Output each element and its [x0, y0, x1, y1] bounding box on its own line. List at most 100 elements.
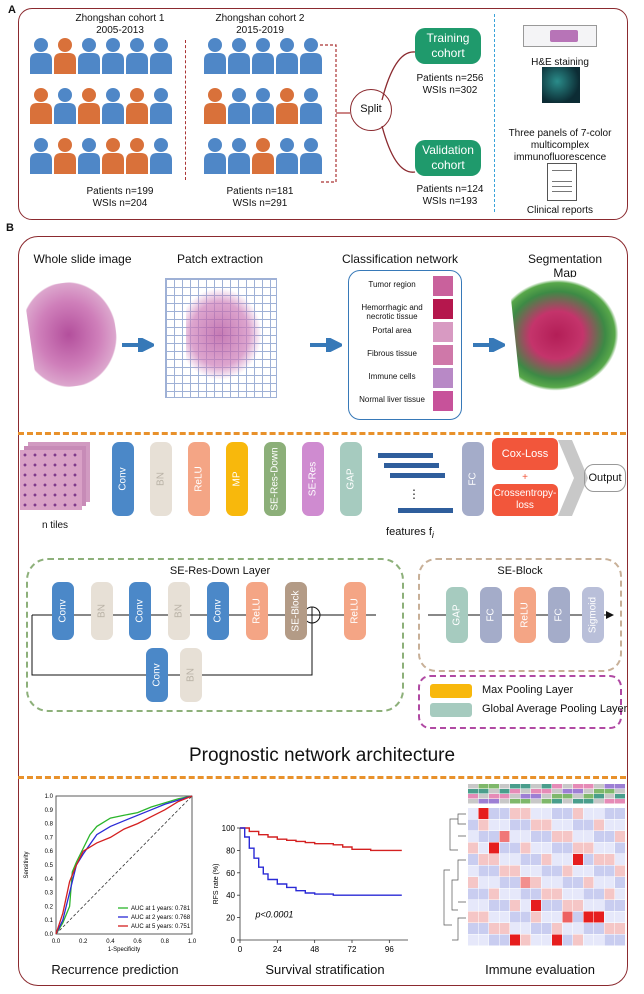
- roc-ylabel: Sensitivity: [24, 851, 30, 878]
- wsi-title: Whole slide image: [33, 252, 132, 266]
- person-icon: [276, 138, 298, 174]
- heatmap-cell: [531, 888, 541, 900]
- class-patch: [433, 368, 453, 388]
- roc-caption: Recurrence prediction: [51, 962, 179, 977]
- panel-a: [18, 8, 628, 220]
- heatmap-cell: [562, 865, 573, 877]
- he-label: H&E staining: [531, 57, 589, 68]
- class-patch: [433, 299, 453, 319]
- heatmap-annotation-cell: [520, 799, 531, 804]
- features-label: features fi: [370, 526, 450, 541]
- heatmap-annotation-cell: [604, 784, 615, 789]
- heatmap-annotation-cell: [541, 794, 552, 799]
- heatmap-cell: [541, 842, 552, 854]
- person-icon: [252, 38, 274, 74]
- heatmap-cell: [520, 854, 531, 865]
- heatmap-cell: [499, 888, 510, 900]
- cohort1-title: Zhongshan cohort 1: [75, 13, 165, 24]
- heatmap-cell: [468, 900, 478, 911]
- heatmap-annotation-cell: [499, 784, 510, 789]
- heatmap-cell: [531, 831, 541, 842]
- features-subscript: i: [431, 530, 434, 541]
- heatmap-cell: [604, 865, 615, 877]
- wsi-image: [23, 276, 123, 392]
- class-patch: [433, 322, 453, 342]
- heatmap-cell: [468, 831, 478, 842]
- heatmap-annotation-cell: [594, 784, 604, 789]
- heatmap-cell: [541, 819, 552, 831]
- split-label: Split: [360, 103, 382, 115]
- heatmap-cell: [468, 819, 478, 831]
- heatmap-cell: [541, 900, 552, 911]
- heatmap-cell: [552, 888, 562, 900]
- heatmap-cell: [594, 854, 604, 865]
- person-icon: [228, 88, 250, 124]
- heatmap-cell: [531, 819, 541, 831]
- heatmap-cell: [615, 888, 625, 900]
- heatmap-cell: [562, 934, 573, 946]
- heatmap-cell: [552, 865, 562, 877]
- heatmap-cell: [604, 934, 615, 946]
- heatmap-annotation-cell: [594, 789, 604, 794]
- heatmap-cell: [510, 831, 520, 842]
- heatmap-cell: [604, 831, 615, 842]
- heatmap-cell: [478, 934, 489, 946]
- heatmap-cell: [573, 877, 583, 888]
- heatmap-cell: [478, 911, 489, 923]
- roc-ytick: 0.0: [45, 932, 54, 938]
- heatmap-cell: [604, 842, 615, 854]
- training-cohort-box: Training cohort: [415, 28, 481, 64]
- srd-shortcut-conv: Conv: [146, 648, 168, 702]
- heatmap-cell: [604, 911, 615, 923]
- person-icon: [126, 138, 148, 174]
- heatmap-cell: [615, 808, 625, 819]
- heatmap-cell: [573, 808, 583, 819]
- heatmap-cell: [510, 900, 520, 911]
- se-block-relu: ReLU: [514, 587, 536, 643]
- split-connectors: [320, 44, 416, 183]
- roc-ytick: 0.7: [45, 835, 54, 841]
- se-res-down-panel: [26, 558, 404, 712]
- srd-block-conv: Conv: [129, 582, 151, 640]
- feature-bars: ⋮: [378, 453, 453, 513]
- people-grid: [30, 38, 322, 174]
- person-icon: [276, 38, 298, 74]
- srd-block-conv: Conv: [52, 582, 74, 640]
- heatmap-cell: [520, 911, 531, 923]
- heatmap-cell: [552, 842, 562, 854]
- cohort1-years: 2005-2013: [96, 25, 144, 36]
- heatmap-cell: [552, 819, 562, 831]
- section-divider-1: [18, 432, 626, 435]
- heatmap-dendrogram: [443, 813, 466, 941]
- heatmap-cell: [573, 923, 583, 934]
- roc-ytick: 0.6: [45, 849, 54, 855]
- srd-block-relu: ReLU: [246, 582, 268, 640]
- person-icon: [150, 138, 172, 174]
- training-patients: Patients n=256: [416, 73, 484, 84]
- km-ytick: 100: [222, 824, 236, 833]
- fc-label: FC: [467, 472, 479, 486]
- roc-xtick: 0.4: [106, 939, 115, 945]
- heatmap-annotation-cell: [615, 789, 625, 794]
- ce-loss-box: Crossentropy-loss: [492, 484, 558, 516]
- heatmap-cell: [499, 865, 510, 877]
- heatmap-cell: [541, 911, 552, 923]
- heatmap-cell: [520, 808, 531, 819]
- heatmap-cell: [531, 911, 541, 923]
- heatmap-cell: [520, 819, 531, 831]
- heatmap-cell: [583, 808, 594, 819]
- heatmap-annotation-cell: [583, 784, 594, 789]
- heatmap-cell: [583, 842, 594, 854]
- heatmap-cell: [615, 842, 625, 854]
- heatmap-annotation-cell: [510, 799, 520, 804]
- km-series-line: [240, 827, 402, 896]
- heatmap-cell: [520, 877, 531, 888]
- km-series-line: [240, 827, 402, 852]
- block-mp: MP: [226, 442, 248, 516]
- heatmap-cell: [594, 888, 604, 900]
- heatmap-cell: [531, 934, 541, 946]
- roc-frame: [55, 795, 193, 935]
- heatmap-cell: [573, 900, 583, 911]
- heatmap-cell: [604, 888, 615, 900]
